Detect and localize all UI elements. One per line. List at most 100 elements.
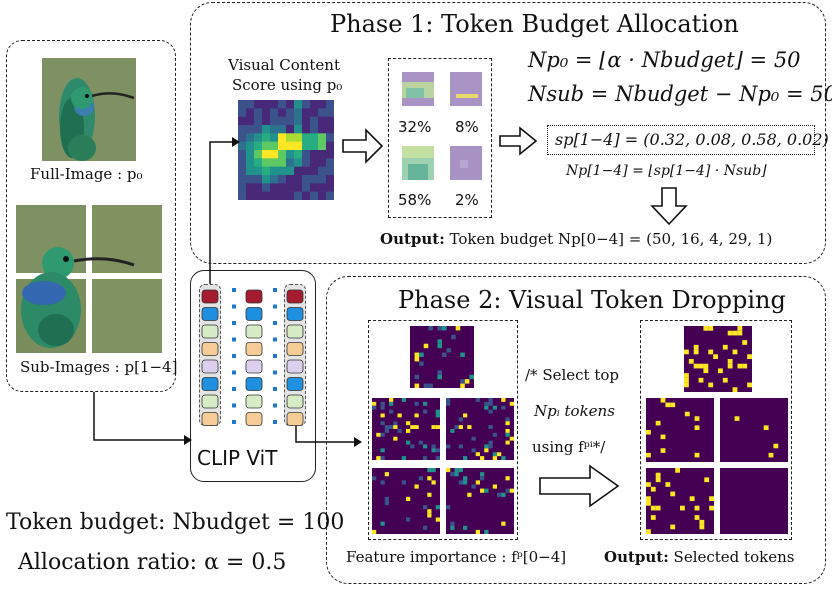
heatmap-cell xyxy=(246,116,255,126)
heatmap-cell xyxy=(254,191,263,200)
heatmap-cell xyxy=(262,183,271,192)
importance-cell xyxy=(414,425,419,429)
heatmap-cell xyxy=(254,175,263,184)
heatmap-cell xyxy=(278,183,287,192)
selected-token xyxy=(660,434,666,440)
percent-label: 8% xyxy=(455,118,479,136)
heatmap-cell xyxy=(270,133,279,142)
importance-cell xyxy=(458,468,463,473)
importance-cell xyxy=(505,440,510,445)
token-dot xyxy=(273,387,277,391)
heatmap-cell xyxy=(238,150,247,159)
selected-token xyxy=(688,359,694,364)
selected-token xyxy=(684,377,689,383)
importance-cell xyxy=(458,480,463,485)
heatmap-cell xyxy=(262,191,271,200)
importance-cell xyxy=(384,496,389,501)
selected-token xyxy=(704,477,710,483)
heatmap-cell xyxy=(270,150,279,159)
importance-cell xyxy=(380,405,385,410)
selected-token xyxy=(650,515,656,520)
importance-cell xyxy=(423,525,428,530)
selected-token xyxy=(768,452,774,458)
selected-token xyxy=(732,387,738,392)
importance-cell xyxy=(454,472,459,477)
heatmap-cell xyxy=(238,158,247,167)
token-dot xyxy=(232,370,236,375)
heatmap-cell xyxy=(254,108,263,117)
importance-cell xyxy=(497,492,502,497)
importance-cell xyxy=(423,409,428,414)
importance-cell xyxy=(458,417,463,422)
importance-cell xyxy=(505,432,510,437)
heatmap-cell xyxy=(318,158,327,167)
heatmap-cell xyxy=(246,175,255,184)
importance-cell xyxy=(414,357,420,362)
importance-cell xyxy=(384,501,389,506)
importance-cell xyxy=(442,352,447,357)
sub-score-patch xyxy=(450,146,482,180)
heatmap-cell xyxy=(286,141,295,151)
selected-token xyxy=(709,496,714,501)
heatmap-cell xyxy=(246,100,255,109)
token-dot xyxy=(232,403,236,408)
selected-token xyxy=(709,505,714,511)
selected-token xyxy=(693,349,699,355)
output-selected-tokens: Selected tokens xyxy=(673,548,795,566)
importance-cell xyxy=(460,383,465,388)
heatmap-cell xyxy=(326,191,334,200)
token-square xyxy=(245,412,263,426)
selected-token xyxy=(694,452,700,458)
heatmap-cell xyxy=(254,150,263,159)
token-dot xyxy=(232,354,236,358)
selected-token xyxy=(699,524,705,530)
importance-cell xyxy=(467,492,472,497)
heatmap-cell xyxy=(310,158,319,167)
equation-score-vector: sp[1−4] = (0.32, 0.08, 0.58, 0.02) xyxy=(555,130,829,149)
heatmap-cell xyxy=(270,141,279,151)
heatmap-cell xyxy=(302,133,311,142)
full-image xyxy=(42,58,136,161)
selected-token xyxy=(670,402,676,408)
heatmap-cell xyxy=(302,175,311,184)
selection-comment-line3: using fᵖⁱ*/ xyxy=(532,438,606,456)
importance-cell xyxy=(455,326,461,331)
importance-cell xyxy=(505,421,510,426)
selected-token xyxy=(650,505,656,511)
selected-token xyxy=(747,382,752,388)
token-budget-text: Token budget: Nbudget = 100 xyxy=(6,510,345,535)
heatmap-cell xyxy=(238,133,247,142)
heatmap-cell xyxy=(310,191,319,200)
map-background xyxy=(646,398,714,462)
token-square xyxy=(286,412,304,426)
input-images-panel xyxy=(6,40,176,392)
importance-cell xyxy=(505,488,510,493)
heatmap-cell xyxy=(254,183,263,192)
importance-cell xyxy=(488,440,493,445)
importance-cell xyxy=(505,429,510,433)
selected-token xyxy=(708,349,714,355)
heatmap-cell xyxy=(310,116,319,126)
token-dot xyxy=(232,387,236,391)
heatmap-cell xyxy=(286,175,295,184)
selected-token xyxy=(694,505,700,511)
heatmap-cell xyxy=(286,150,295,159)
sub-score-patch xyxy=(402,72,434,106)
heatmap-cell xyxy=(318,125,327,134)
heatmap-cell xyxy=(302,191,311,200)
selected-token xyxy=(646,452,651,458)
heatmap-cell xyxy=(262,125,271,134)
selected-token xyxy=(747,354,752,359)
importance-cell xyxy=(501,521,506,526)
heatmap-cell xyxy=(238,191,247,200)
heatmap-cell xyxy=(262,158,271,167)
heatmap-cell xyxy=(270,166,279,176)
heatmap-cell xyxy=(302,150,311,159)
selected-token xyxy=(727,359,733,364)
heatmap-cell xyxy=(278,166,287,176)
percent-label: 32% xyxy=(398,118,432,136)
selected-token xyxy=(703,368,709,374)
